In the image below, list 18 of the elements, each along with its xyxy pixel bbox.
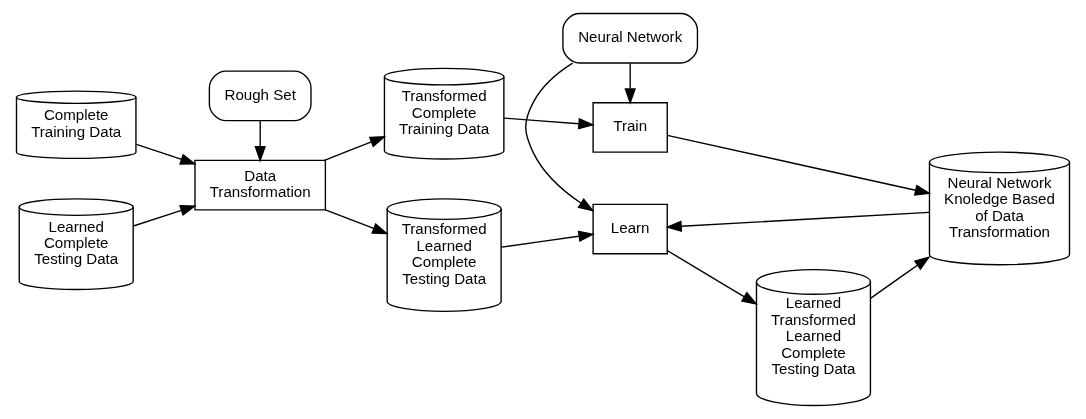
arrow: [666, 250, 758, 305]
arrow: [665, 211, 930, 232]
arrow: [132, 205, 197, 227]
arrow: [624, 62, 636, 105]
node-box: Rough Set: [208, 70, 312, 122]
arrow: [324, 209, 389, 235]
arrow: [254, 120, 266, 163]
arrow: [135, 143, 197, 165]
arrow: [666, 134, 932, 196]
arrow: [503, 117, 595, 130]
arrow: [323, 136, 387, 162]
node-box: Train: [592, 102, 668, 153]
arrow: [525, 62, 595, 212]
node-box: Learn: [592, 203, 668, 255]
arrow: [870, 256, 931, 299]
arrow: [500, 230, 595, 248]
node-box: Neural Network: [562, 12, 699, 64]
node-box: Data Transformation: [194, 159, 327, 211]
